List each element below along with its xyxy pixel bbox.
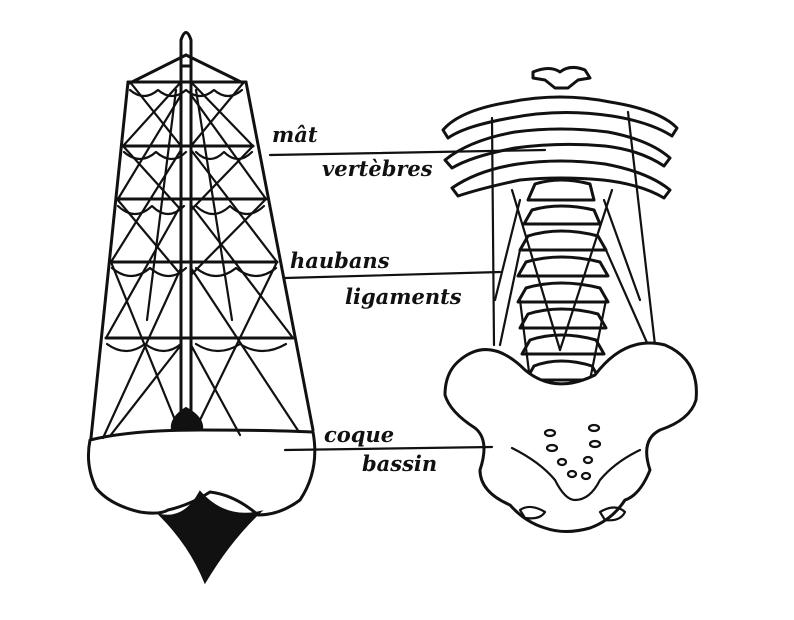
label-pelvis: bassin	[362, 451, 438, 476]
vertebra-top	[531, 65, 592, 90]
ship-keel	[156, 490, 264, 585]
ship-drawing	[87, 31, 317, 585]
label-hull: coque	[324, 422, 395, 447]
connector-mast-vertebrae	[268, 148, 547, 157]
vertebral-column	[516, 178, 610, 382]
ship-mast	[179, 31, 193, 422]
label-ligaments: ligaments	[345, 284, 462, 309]
ship-yards	[104, 80, 295, 340]
connector-shrouds-ligaments	[283, 270, 502, 280]
label-vertebrae: vertèbres	[322, 156, 433, 181]
spine-drawing	[441, 65, 698, 533]
ship-sails	[105, 88, 288, 353]
connector-hull-pelvis	[283, 445, 494, 452]
label-connectors	[268, 148, 547, 452]
sacrum-holes	[543, 423, 602, 481]
pelvis	[443, 341, 698, 533]
ship-shrouds	[101, 80, 301, 440]
label-mast: mât	[272, 122, 318, 147]
ship-mast-foot	[170, 406, 204, 431]
ship-outer-shrouds	[89, 80, 315, 440]
spinal-ligaments	[490, 110, 657, 382]
label-shrouds: haubans	[290, 248, 390, 273]
ribs	[441, 95, 679, 200]
